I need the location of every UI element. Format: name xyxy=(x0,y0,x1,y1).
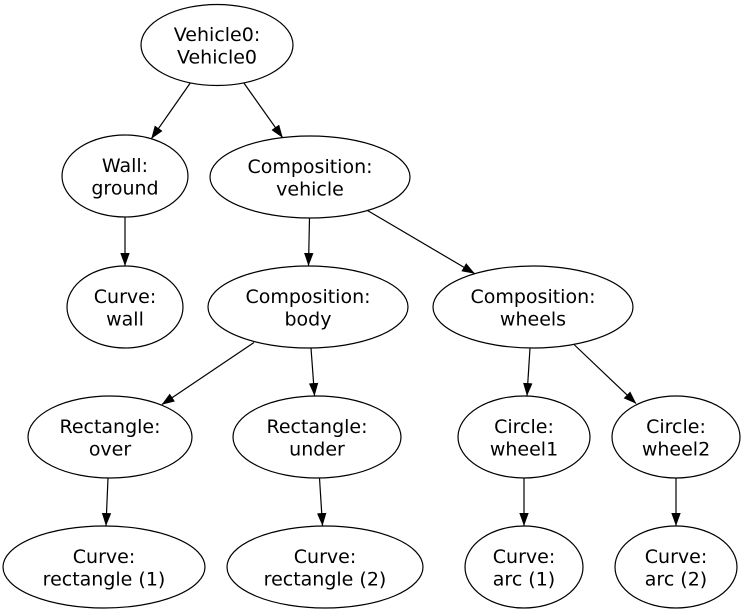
node-label-line2: vehicle xyxy=(276,179,344,201)
edge-composition-body-rectangle-under xyxy=(308,347,319,396)
node-ellipse xyxy=(611,395,741,479)
edge-composition-vehicle-composition-body xyxy=(304,217,314,266)
node-rectangle-over: Rectangle: over xyxy=(27,395,193,479)
node-composition-vehicle: Composition: vehicle xyxy=(209,135,411,219)
node-label-line1: Curve: xyxy=(645,546,707,568)
node-label-line1: Composition: xyxy=(245,286,370,308)
node-ellipse xyxy=(457,395,591,479)
node-curve-arc-1: Curve: arc (1) xyxy=(464,525,584,609)
node-curve-wall: Curve: wall xyxy=(66,265,184,349)
node-label-line1: Wall: xyxy=(102,155,148,177)
node-ellipse xyxy=(61,134,189,218)
node-label-line2: arc (2) xyxy=(645,569,707,591)
edges xyxy=(101,82,681,526)
edge-composition-body-rectangle-over xyxy=(161,342,255,405)
node-label-line2: wall xyxy=(106,309,144,331)
node-label-line1: Composition: xyxy=(470,286,595,308)
node-ellipse xyxy=(464,525,584,609)
node-curve-rectangle-2: Curve: rectangle (2) xyxy=(226,525,424,609)
node-ellipse xyxy=(207,265,409,349)
node-ellipse xyxy=(66,265,184,349)
node-circle-wheel2: Circle: wheel2 xyxy=(611,395,741,479)
node-label-line2: wheel1 xyxy=(490,439,558,461)
node-label-line2: over xyxy=(89,439,132,461)
node-rectangle-under: Rectangle: under xyxy=(232,395,402,479)
edge-vehicle0-wall-ground xyxy=(151,82,192,139)
node-label-line1: Circle: xyxy=(646,416,706,438)
node-label-line1: Composition: xyxy=(247,156,372,178)
node-label-line2: wheel2 xyxy=(642,439,710,461)
node-ellipse xyxy=(209,135,411,219)
node-ellipse xyxy=(226,525,424,609)
node-label-line2: under xyxy=(289,439,345,461)
edge-rectangle-under-curve-rectangle-2 xyxy=(317,477,327,526)
edge-vehicle0-composition-vehicle xyxy=(243,82,283,138)
node-ellipse xyxy=(140,3,294,87)
edge-composition-vehicle-composition-wheels xyxy=(367,209,475,275)
edge-composition-wheels-circle-wheel2 xyxy=(573,344,637,404)
edge-rectangle-over-curve-rectangle-1 xyxy=(101,477,112,526)
node-ellipse xyxy=(614,525,738,609)
node-label-line2: ground xyxy=(91,178,158,200)
node-circle-wheel1: Circle: wheel1 xyxy=(457,395,591,479)
node-ellipse xyxy=(27,395,193,479)
node-ellipse xyxy=(2,525,206,609)
node-composition-wheels: Composition: wheels xyxy=(432,265,634,349)
node-curve-arc-2: Curve: arc (2) xyxy=(614,525,738,609)
node-label-line1: Curve: xyxy=(94,286,156,308)
node-label-line1: Curve: xyxy=(73,546,135,568)
node-label-line2: wheels xyxy=(500,309,566,331)
node-label-line1: Curve: xyxy=(493,546,555,568)
node-label-line2: rectangle (2) xyxy=(264,569,387,591)
node-label-line2: arc (1) xyxy=(493,569,555,591)
node-label-line2: Vehicle0 xyxy=(177,47,257,69)
edge-composition-wheels-circle-wheel1 xyxy=(523,347,533,396)
node-vehicle0: Vehicle0: Vehicle0 xyxy=(140,3,294,87)
node-composition-body: Composition: body xyxy=(207,265,409,349)
node-label-line1: Rectangle: xyxy=(266,416,367,438)
node-label-line1: Curve: xyxy=(294,546,356,568)
node-ellipse xyxy=(232,395,402,479)
node-curve-rectangle-1: Curve: rectangle (1) xyxy=(2,525,206,609)
node-label-line1: Vehicle0: xyxy=(174,24,260,46)
node-ellipse xyxy=(432,265,634,349)
node-label-line2: rectangle (1) xyxy=(43,569,166,591)
node-label-line2: body xyxy=(285,309,332,331)
node-label-line1: Circle: xyxy=(494,416,554,438)
node-wall-ground: Wall: ground xyxy=(61,134,189,218)
node-label-line1: Rectangle: xyxy=(59,416,160,438)
